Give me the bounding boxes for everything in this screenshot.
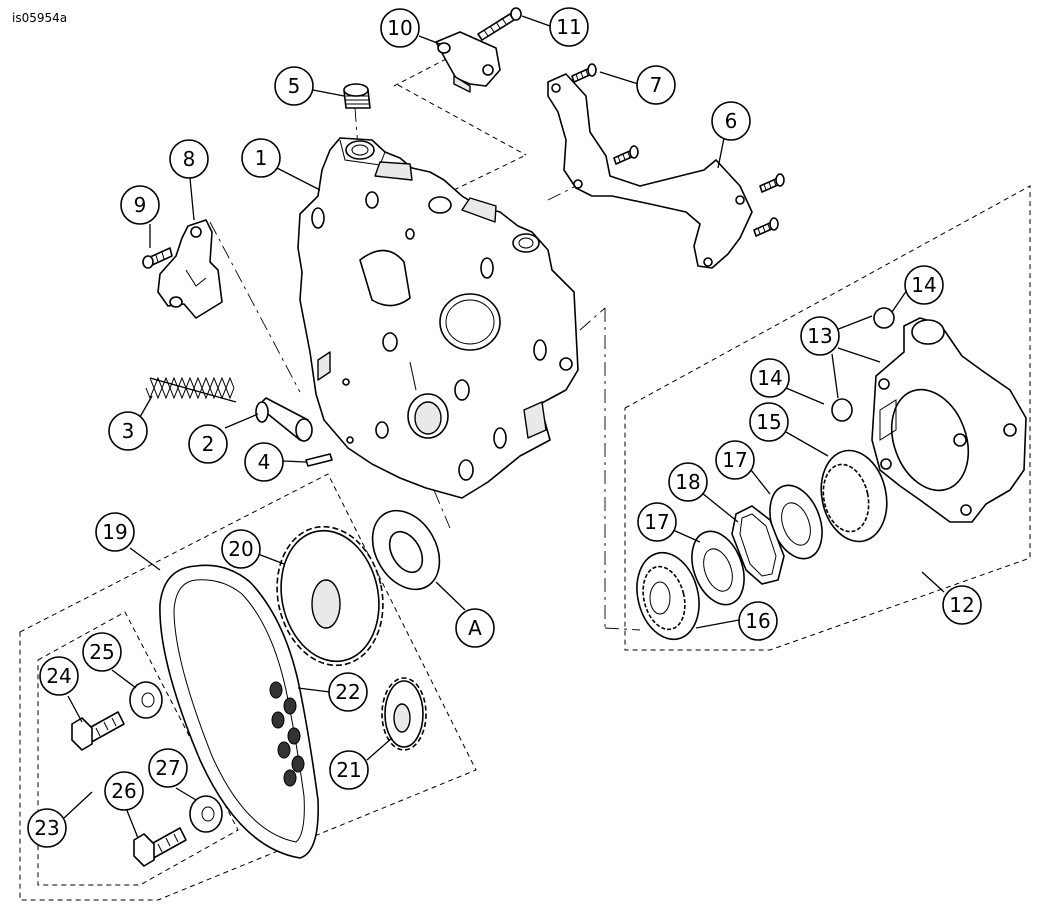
callout-5-label: 5: [288, 74, 301, 98]
gerotor-outer: [820, 449, 888, 543]
callout-2: 2: [188, 424, 228, 464]
callout-17-left-label: 17: [644, 510, 669, 534]
callout-7-label: 7: [650, 73, 663, 97]
washer-27: [189, 795, 223, 833]
screw-a: [571, 63, 597, 83]
bracket-screws: [571, 63, 785, 237]
tensioner-screw: [142, 247, 173, 269]
callout-23-label: 23: [34, 816, 59, 840]
callout-10-label: 10: [387, 16, 412, 40]
callout-27-label: 27: [155, 756, 180, 780]
callout-2-label: 2: [202, 432, 215, 456]
callout-A: A: [455, 608, 495, 648]
callout-26-label: 26: [111, 779, 136, 803]
screw-b: [613, 145, 639, 165]
tensioner-shoe: [435, 31, 501, 93]
callout-14-top-label: 14: [911, 273, 936, 297]
group-outlines: [19, 57, 1031, 901]
tensioner: [157, 219, 223, 319]
callout-5: 5: [274, 66, 314, 106]
callout-A-label: A: [468, 616, 482, 640]
crank-sprocket: [381, 677, 427, 751]
screw-d: [753, 217, 779, 237]
callout-19-label: 19: [102, 520, 127, 544]
callout-18-label: 18: [675, 470, 700, 494]
callout-10: 10: [380, 8, 420, 48]
oil-pump-housing: [871, 317, 1027, 523]
leader-lines: [63, 15, 945, 839]
callout-4-label: 4: [258, 450, 271, 474]
callout-19: 19: [95, 512, 135, 552]
callout-22: 22: [328, 672, 368, 712]
callout-17-left: 17: [637, 502, 677, 542]
callout-27: 27: [148, 748, 188, 788]
callout-11: 11: [549, 7, 589, 47]
callout-21: 21: [329, 750, 369, 790]
gasket: [731, 505, 785, 585]
screw: [477, 7, 522, 41]
callout-26: 26: [104, 771, 144, 811]
callout-21-label: 21: [336, 758, 361, 782]
callout-20-label: 20: [228, 537, 253, 561]
callout-17-right: 17: [715, 440, 755, 480]
cam-sprocket: [276, 525, 384, 667]
thrust-washer: [371, 509, 441, 591]
callout-15: 15: [749, 402, 789, 442]
callout-3: 3: [108, 411, 148, 451]
screw-c: [759, 173, 785, 193]
callout-13: 13: [800, 316, 840, 356]
cam-support-plate: [297, 137, 579, 499]
gerotor-inner: [636, 551, 700, 641]
callout-9-label: 9: [134, 193, 147, 217]
bracket: [547, 73, 753, 269]
callout-3-label: 3: [122, 419, 135, 443]
piston: [255, 397, 313, 442]
callout-20: 20: [221, 529, 261, 569]
callout-23: 23: [27, 808, 67, 848]
callout-16-label: 16: [745, 609, 770, 633]
callout-1-label: 1: [255, 146, 268, 170]
callout-6-label: 6: [725, 109, 738, 133]
plug: [343, 83, 371, 109]
callout-15-label: 15: [756, 410, 781, 434]
callout-17-right-label: 17: [722, 448, 747, 472]
callout-8: 8: [169, 139, 209, 179]
callout-11-label: 11: [556, 15, 581, 39]
callout-13-label: 13: [807, 324, 832, 348]
callout-6: 6: [711, 101, 751, 141]
callout-4: 4: [244, 442, 284, 482]
o-rings: [831, 307, 895, 422]
bolt-26: [133, 827, 187, 867]
callout-25-label: 25: [89, 640, 114, 664]
figure-id: is05954a: [12, 11, 67, 25]
callout-24: 24: [39, 656, 79, 696]
callout-14-top: 14: [904, 265, 944, 305]
cam-chain: [159, 564, 319, 859]
callout-16: 16: [738, 601, 778, 641]
callout-14-left: 14: [750, 358, 790, 398]
callout-8-label: 8: [183, 147, 196, 171]
callout-14-left-label: 14: [757, 366, 782, 390]
callout-12: 12: [942, 585, 982, 625]
callout-9: 9: [120, 185, 160, 225]
callout-18: 18: [668, 462, 708, 502]
callout-1: 1: [241, 138, 281, 178]
callout-7: 7: [636, 65, 676, 105]
callout-24-label: 24: [46, 664, 71, 688]
spring: [145, 376, 237, 403]
bolt-24: [71, 711, 125, 751]
callout-25: 25: [82, 632, 122, 672]
washer-25: [129, 681, 163, 719]
dowel-pin: [305, 453, 333, 467]
callout-12-label: 12: [949, 593, 974, 617]
callout-22-label: 22: [335, 680, 360, 704]
separator-plate-b: [691, 530, 745, 606]
